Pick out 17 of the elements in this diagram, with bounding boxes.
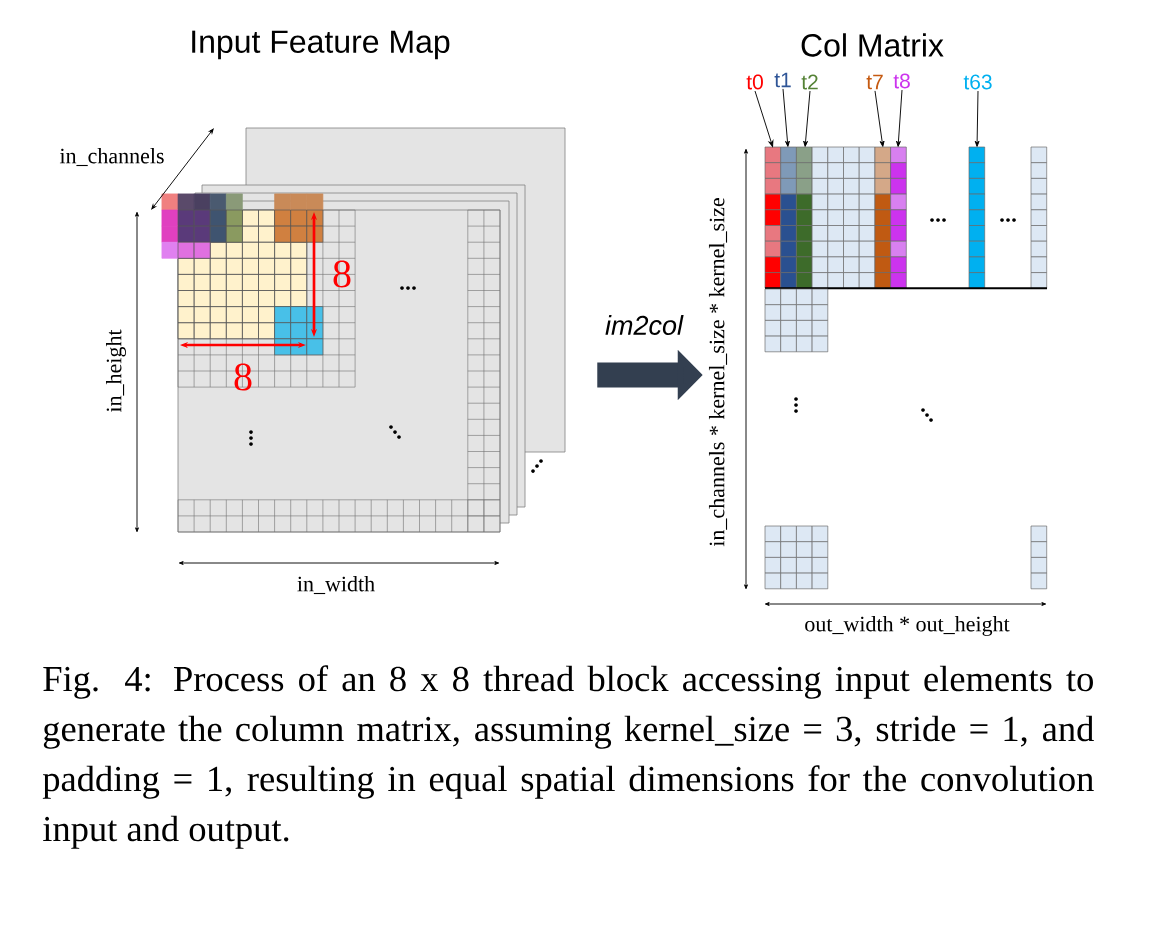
axis-label: out_width * out_height [805, 616, 1010, 636]
axis-label: in_channels * kernel_size * kernel_size [708, 198, 728, 547]
dimension-label: 8 [234, 363, 252, 391]
axis-label: in_width [297, 575, 375, 595]
axis-label: in_height [106, 329, 126, 413]
dimension-label: 8 [333, 260, 351, 288]
arrow [754, 90, 774, 147]
arrow [896, 89, 903, 147]
edge-label: im2col [605, 315, 684, 335]
title: Col Matrix [801, 33, 944, 57]
title: Input Feature Map [192, 30, 450, 60]
caption: Fig. 4: Process of an 8 x 8 thread block accessing input elements to generate the column matrix, assuming kernel_size = 3, stride = 1, and padding = 1, resulting in equal spatial dimensions for the convolution input and output. [42, 665, 1094, 849]
arrow [974, 90, 980, 147]
axis-label: in_channels [59, 147, 164, 167]
arrow [874, 90, 885, 147]
arrow [803, 90, 811, 147]
arrow [782, 88, 790, 147]
